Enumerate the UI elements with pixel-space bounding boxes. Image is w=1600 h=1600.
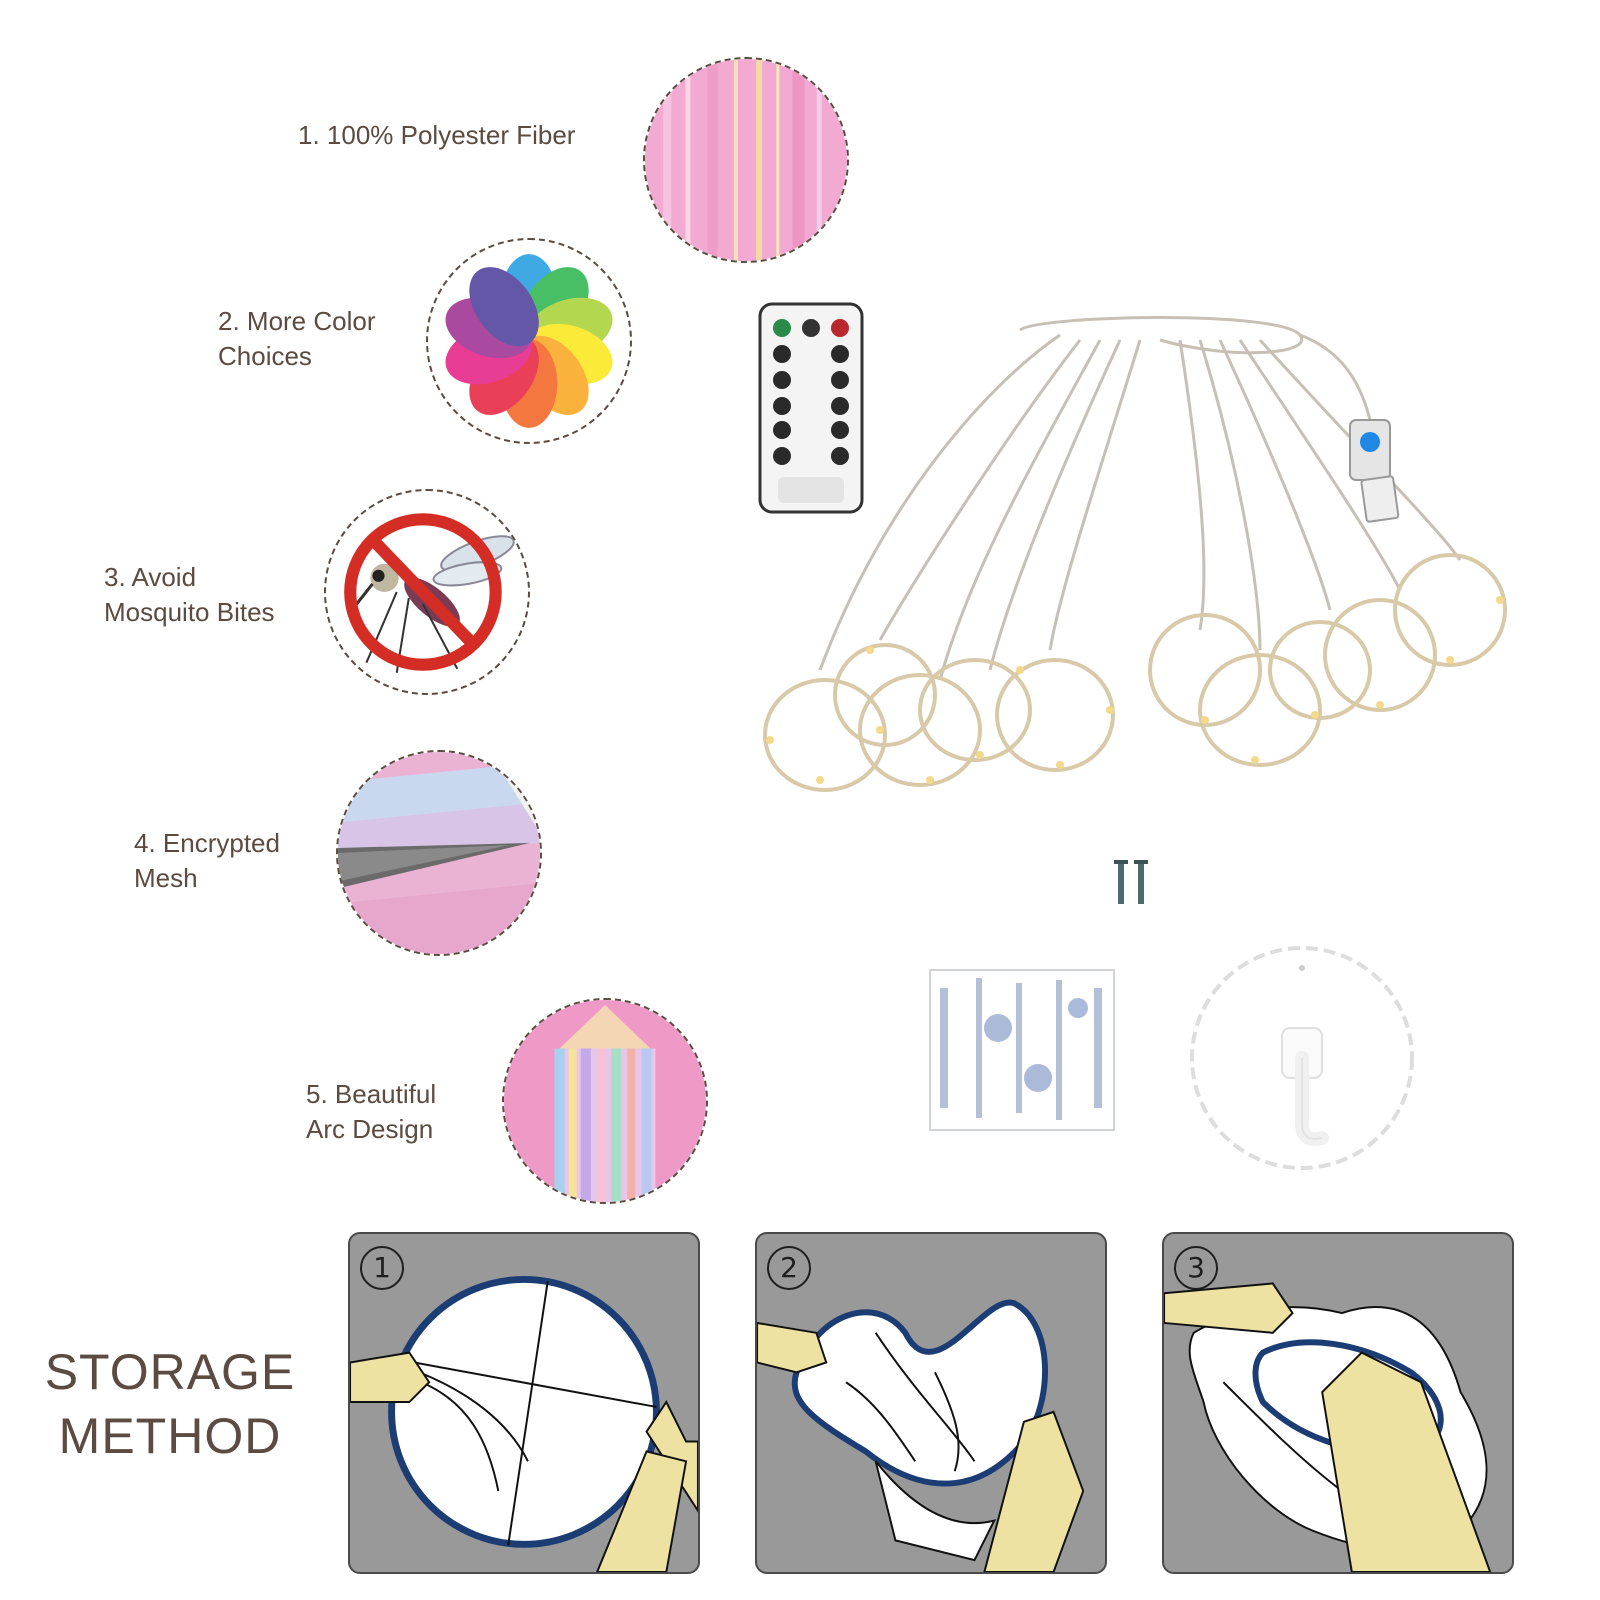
hook-icon [1190,946,1414,1170]
storage-method-title: STORAGE METHOD [44,1344,296,1464]
step-number-1: 1 [360,1246,404,1290]
step-number-3: 3 [1174,1246,1218,1290]
color-choices-image [426,238,632,444]
led-string-lights [760,310,1560,820]
feature-label-mosquito: 3. Avoid Mosquito Bites [104,562,275,627]
adhesive-tape [928,968,1116,1132]
storage-step-1: 1 [348,1232,700,1574]
screw-icon [1114,860,1148,904]
open-hoop-illustration [350,1276,698,1572]
fold-hoop-illustration [1164,1282,1492,1572]
step-number-2: 2 [767,1246,811,1290]
feature-label-colors: 2. More Color Choices [218,306,376,371]
canopy-icon [504,1000,706,1202]
storage-step-3: 3 [1162,1232,1514,1574]
no-mosquito-icon [344,513,515,673]
remote-icon [758,302,864,514]
tape-icon [929,969,1115,1131]
feature-label-polyester: 1. 100% Polyester Fiber [298,120,576,150]
pink-fabric-icon [645,59,847,261]
mesh-fabric-icon [338,752,540,954]
twist-hoop-illustration [757,1299,1085,1572]
feature-label-arc: 5. Beautiful Arc Design [306,1079,437,1144]
remote-control [758,302,864,514]
arc-design-image [502,998,708,1204]
screws [1112,858,1152,908]
polyester-fiber-image [643,57,849,263]
adhesive-hook [1182,938,1422,1178]
encrypted-mesh-image [336,750,542,956]
string-lights-icon [763,316,1507,792]
feature-label-mesh: 4. Encrypted Mesh [134,828,280,893]
mosquito-bites-image [324,489,530,695]
color-wheel-icon [445,254,613,428]
storage-step-2: 2 [755,1232,1107,1574]
